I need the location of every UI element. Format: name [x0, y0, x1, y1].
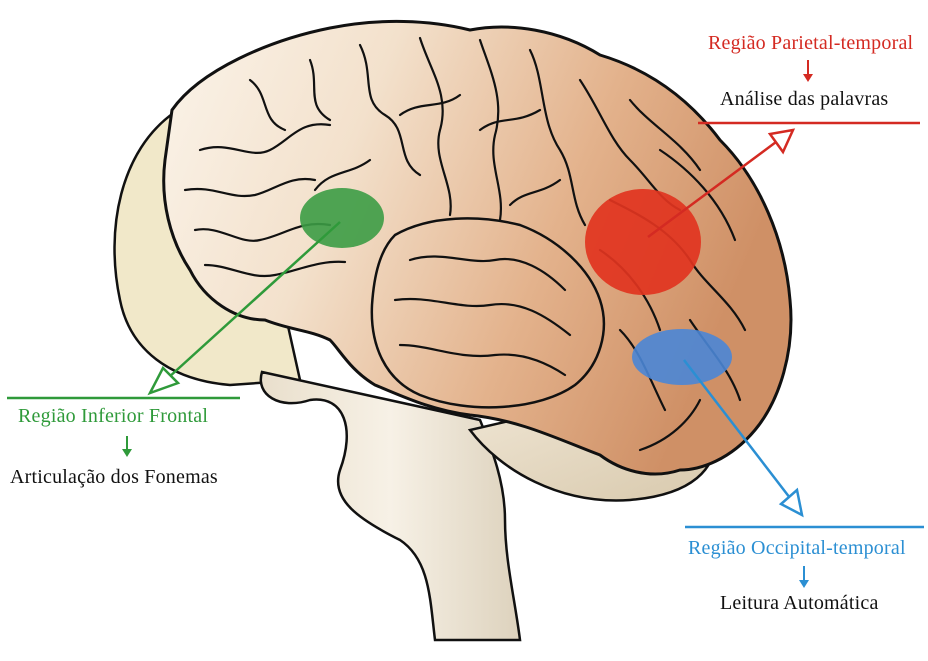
- occipital-function-label: Leitura Automática: [720, 592, 879, 615]
- parietal-region-marker: [585, 189, 701, 295]
- occipital-down-arrow: [799, 566, 809, 588]
- frontal-down-arrow: [122, 436, 132, 457]
- frontal-region-marker: [300, 188, 384, 248]
- frontal-function-label: Articulação dos Fonemas: [10, 466, 218, 489]
- parietal-down-arrow: [803, 60, 813, 82]
- parietal-region-label: Região Parietal-temporal: [708, 32, 913, 55]
- occipital-region-marker: [632, 329, 732, 385]
- parietal-function-label: Análise das palavras: [720, 88, 888, 111]
- frontal-region-label: Região Inferior Frontal: [18, 405, 208, 428]
- occipital-region-label: Região Occipital-temporal: [688, 537, 906, 560]
